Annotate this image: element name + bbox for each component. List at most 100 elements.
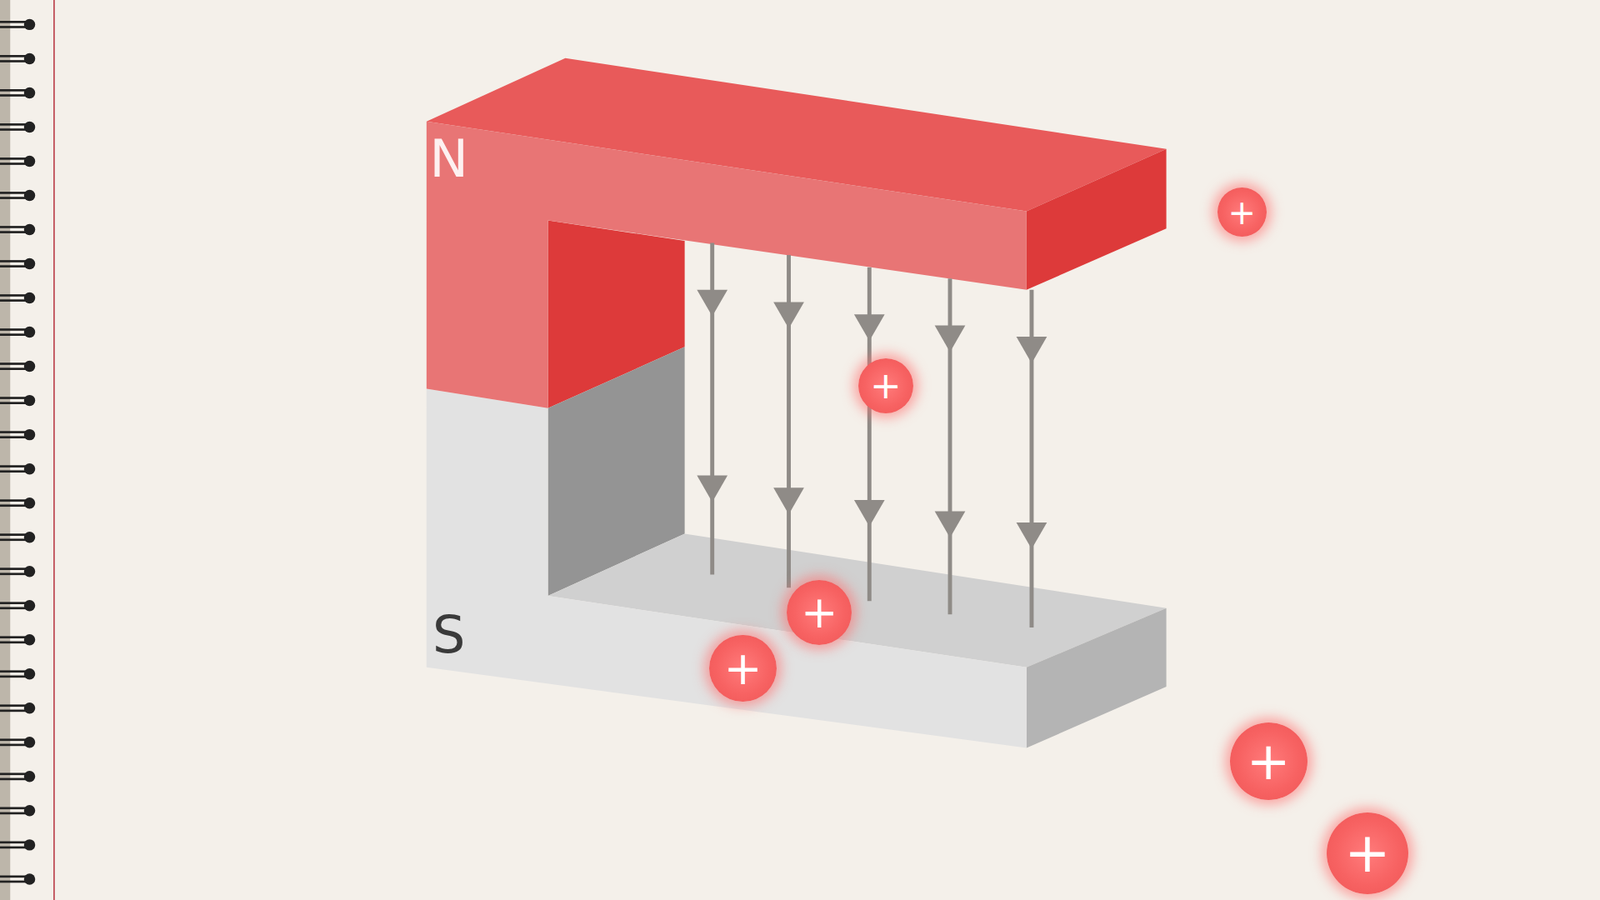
binding-ring — [24, 873, 35, 885]
field-arrowhead — [1016, 336, 1048, 364]
binding-ring — [0, 265, 27, 268]
binding-ring — [0, 846, 27, 850]
binding-ring — [24, 87, 35, 99]
binding-ring — [0, 367, 27, 370]
binding-ring — [0, 567, 27, 570]
binding-ring — [24, 736, 35, 748]
positive-charge: + — [1217, 187, 1267, 237]
binding-ring — [0, 230, 27, 234]
pole-label: N — [430, 133, 469, 185]
binding-ring — [0, 880, 27, 884]
binding-ring — [24, 702, 35, 714]
binding-ring — [24, 190, 35, 201]
binding-ring — [0, 538, 27, 541]
binding-ring — [0, 25, 27, 29]
binding-ring — [0, 601, 27, 605]
binding-ring — [0, 396, 27, 400]
binding-ring — [0, 20, 27, 24]
field-arrowhead — [696, 475, 728, 503]
binding-ring — [24, 224, 35, 235]
binding-ring — [0, 533, 27, 536]
binding-ring — [0, 635, 27, 639]
binding-ring — [0, 806, 27, 810]
binding-ring — [0, 778, 27, 781]
binding-ring — [0, 744, 27, 747]
binding-ring — [24, 53, 35, 65]
binding-ring — [24, 497, 35, 509]
binding-ring — [0, 299, 27, 302]
binding-ring — [0, 704, 27, 707]
binding-ring — [0, 294, 27, 297]
positive-charge: + — [1326, 812, 1409, 895]
binding-ring — [0, 89, 27, 92]
binding-ring — [24, 395, 35, 406]
binding-ring — [24, 770, 35, 782]
field-lines — [696, 242, 1047, 628]
field-arrowhead — [854, 500, 885, 527]
binding-ring — [0, 606, 27, 610]
binding-ring — [0, 55, 27, 58]
binding-ring — [0, 812, 27, 815]
binding-ring — [0, 504, 27, 507]
binding-ring — [0, 435, 27, 439]
binding-ring — [24, 429, 35, 440]
charge-sign: + — [870, 366, 902, 405]
horseshoe-magnet — [426, 58, 1167, 749]
binding-ring — [0, 191, 27, 195]
binding-ring — [24, 258, 35, 270]
binding-ring — [0, 60, 27, 63]
binding-ring — [24, 121, 35, 133]
binding-ring — [0, 128, 27, 131]
binding-ring — [0, 362, 27, 365]
binding-ring — [0, 430, 27, 434]
binding-ring — [0, 875, 27, 878]
binding-ring — [0, 94, 27, 97]
binding-ring — [0, 738, 27, 741]
binding-ring — [0, 162, 27, 165]
binding-ring — [0, 196, 27, 200]
binding-ring — [0, 123, 27, 126]
binding-ring — [0, 640, 27, 644]
field-arrowhead — [773, 487, 805, 515]
binding-ring — [0, 572, 27, 575]
charge-sign: + — [1246, 735, 1291, 788]
binding-ring — [0, 157, 27, 160]
binding-ring — [0, 499, 27, 502]
field-arrowhead — [696, 290, 728, 317]
binding-ring — [24, 805, 35, 816]
binding-ring — [0, 710, 27, 713]
pole-label: S — [432, 609, 465, 661]
binding-ring — [24, 292, 35, 304]
field-arrowhead — [935, 510, 966, 538]
binding-ring — [0, 401, 27, 405]
binding-ring — [0, 260, 27, 263]
binding-ring — [24, 600, 35, 611]
positive-charge: + — [1230, 722, 1308, 800]
binding-ring — [0, 670, 27, 673]
binding-ring — [24, 634, 35, 645]
binding-ring — [24, 839, 35, 850]
field-arrowhead — [1016, 522, 1048, 550]
charge-sign: + — [800, 590, 838, 635]
notebook-binding — [0, 0, 55, 900]
charge-sign: + — [1227, 195, 1256, 230]
binding-ring — [0, 675, 27, 678]
binding-ring — [0, 333, 27, 336]
binding-ring — [0, 772, 27, 775]
binding-ring — [24, 155, 35, 167]
binding-ring — [0, 470, 27, 473]
field-arrowhead — [935, 325, 966, 353]
binding-ring — [0, 328, 27, 331]
field-arrowhead — [854, 314, 885, 341]
binding-ring — [24, 565, 35, 577]
binding-ring — [24, 668, 35, 680]
positive-charge: + — [858, 358, 914, 414]
binding-ring — [24, 360, 35, 372]
binding-ring — [24, 19, 35, 30]
binding-ring — [24, 531, 35, 543]
positive-charge: + — [709, 635, 777, 703]
field-arrowhead — [773, 301, 805, 329]
charge-sign: + — [1344, 825, 1390, 881]
binding-ring — [24, 463, 35, 475]
